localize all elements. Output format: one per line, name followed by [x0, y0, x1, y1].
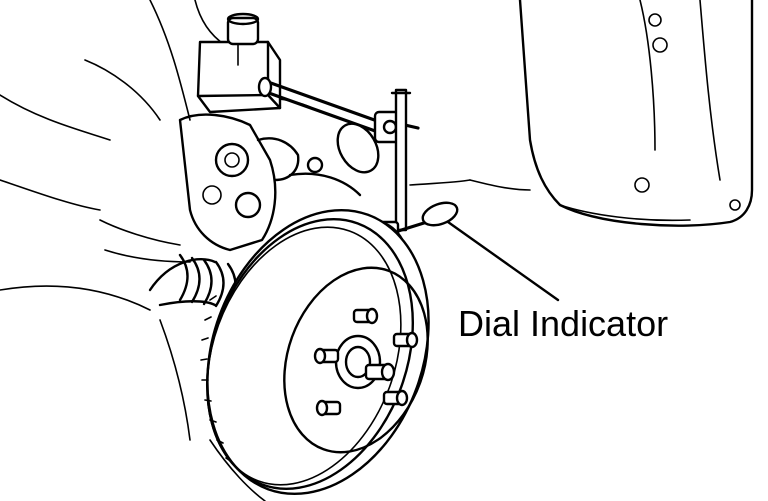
right-housing — [409, 0, 754, 227]
vehicle-body-outline — [0, 0, 266, 501]
wheel-hub — [334, 334, 396, 390]
drive-shaft-boot — [148, 253, 237, 310]
magnetic-base — [196, 12, 282, 114]
lug-bolts — [313, 307, 419, 417]
callout-leader-line — [446, 220, 560, 302]
dial-indicator-label: Dial Indicator — [458, 303, 669, 344]
brake-disc-rotor — [200, 208, 430, 496]
holder-arm — [257, 76, 420, 174]
